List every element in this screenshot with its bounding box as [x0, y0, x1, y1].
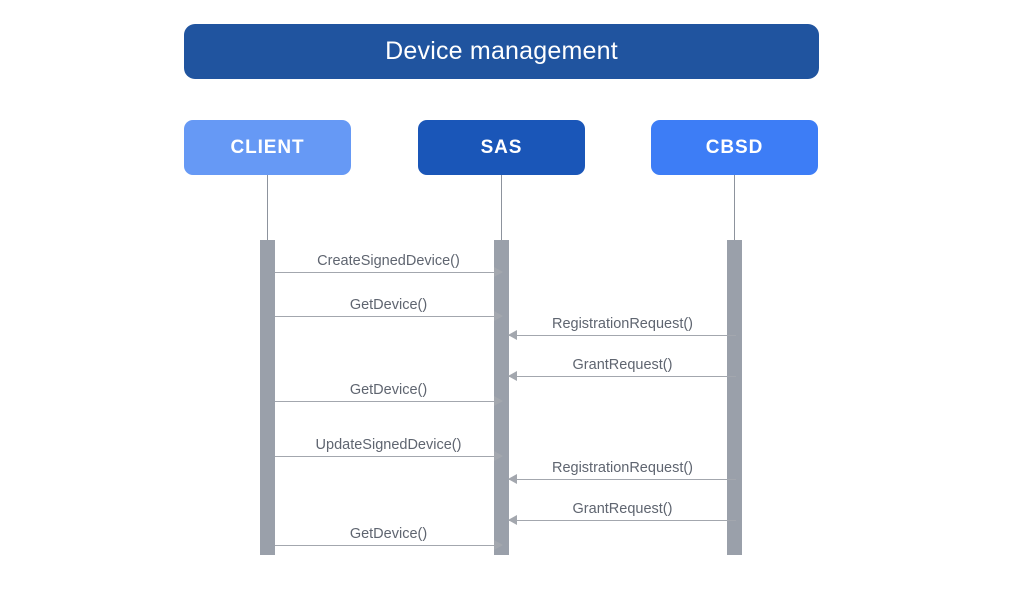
activation-bar-client — [260, 240, 275, 555]
message-label-4: GrantRequest() — [572, 356, 673, 373]
message-line-6 — [275, 456, 502, 457]
message-line-3 — [509, 335, 736, 336]
message-line-2 — [275, 316, 502, 317]
participant-box-client[interactable]: CLIENT — [184, 120, 351, 175]
message-6-updatesigneddevice[interactable]: UpdateSignedDevice() — [275, 437, 503, 466]
message-8-grantrequest[interactable]: GrantRequest() — [508, 501, 736, 530]
participant-label-client: CLIENT — [230, 137, 305, 158]
activation-bar-cbsd — [727, 240, 742, 555]
message-label-1: CreateSignedDevice() — [317, 252, 460, 269]
message-label-7: RegistrationRequest() — [551, 459, 694, 476]
message-line-4 — [509, 376, 736, 377]
arrowhead-left-icon-3 — [508, 330, 517, 340]
message-5-getdevice[interactable]: GetDevice() — [275, 382, 503, 411]
message-label-9: GetDevice() — [349, 525, 428, 542]
message-label-3: RegistrationRequest() — [551, 315, 694, 332]
arrowhead-left-icon-4 — [508, 371, 517, 381]
message-1-createsigneddevice[interactable]: CreateSignedDevice() — [275, 253, 503, 282]
message-3-registrationrequest[interactable]: RegistrationRequest() — [508, 316, 736, 345]
message-label-6: UpdateSignedDevice() — [315, 436, 462, 453]
lifeline-client — [267, 175, 268, 240]
participant-label-sas: SAS — [480, 137, 523, 158]
message-9-getdevice[interactable]: GetDevice() — [275, 526, 503, 555]
diagram-title-bar: Device management — [184, 24, 819, 79]
arrowhead-right-icon-1 — [494, 267, 503, 277]
participant-box-sas[interactable]: SAS — [418, 120, 585, 175]
lifeline-sas — [501, 175, 502, 240]
participant-label-cbsd: CBSD — [705, 137, 764, 158]
message-line-1 — [275, 272, 502, 273]
message-line-7 — [509, 479, 736, 480]
arrowhead-right-icon-9 — [494, 540, 503, 550]
message-line-9 — [275, 545, 502, 546]
message-label-5: GetDevice() — [349, 381, 428, 398]
diagram-title: Device management — [385, 37, 618, 65]
message-line-5 — [275, 401, 502, 402]
message-line-8 — [509, 520, 736, 521]
arrowhead-right-icon-2 — [494, 311, 503, 321]
message-2-getdevice[interactable]: GetDevice() — [275, 297, 503, 326]
message-4-grantrequest[interactable]: GrantRequest() — [508, 357, 736, 386]
arrowhead-left-icon-7 — [508, 474, 517, 484]
arrowhead-right-icon-5 — [494, 396, 503, 406]
message-7-registrationrequest[interactable]: RegistrationRequest() — [508, 460, 736, 489]
arrowhead-left-icon-8 — [508, 515, 517, 525]
arrowhead-right-icon-6 — [494, 451, 503, 461]
lifeline-cbsd — [734, 175, 735, 240]
message-label-8: GrantRequest() — [572, 500, 673, 517]
message-label-2: GetDevice() — [349, 296, 428, 313]
participant-box-cbsd[interactable]: CBSD — [651, 120, 818, 175]
